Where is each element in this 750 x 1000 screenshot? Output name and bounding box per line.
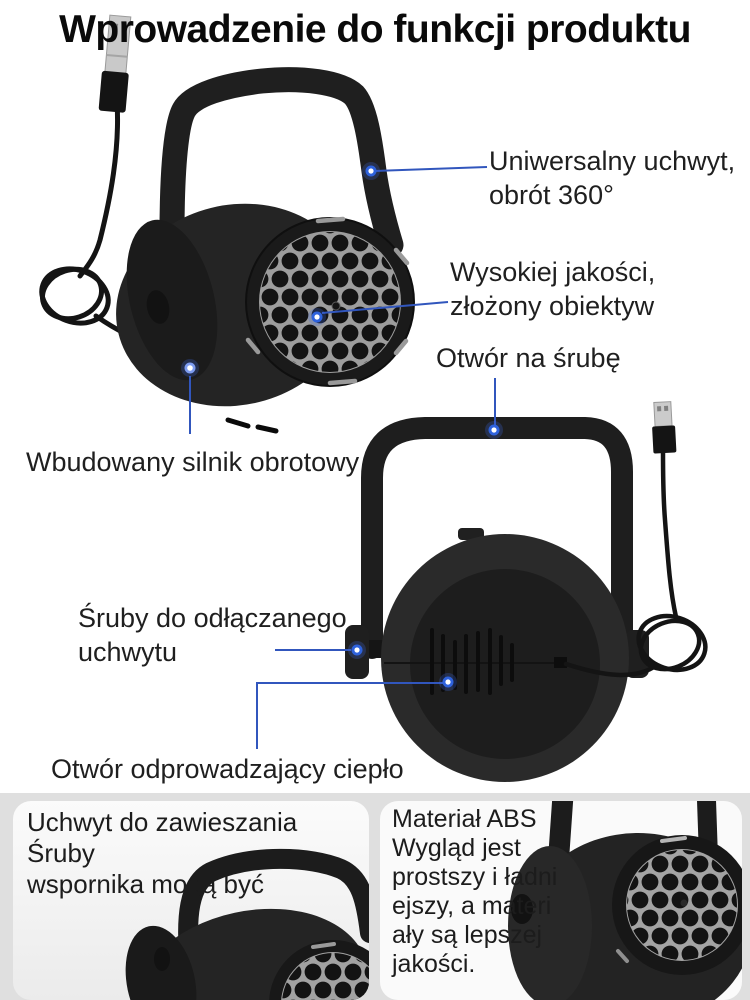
mini-lens: [269, 940, 369, 1000]
callout-motor: Wbudowany silnik obrotowy: [26, 447, 360, 477]
product2-body: [381, 528, 629, 782]
mini-side-knob2: [511, 894, 533, 924]
usb-connector-bottom-icon: [652, 401, 677, 454]
mini-lens2: [612, 835, 742, 975]
leader-lines: [189, 166, 496, 749]
product1-lens: [245, 216, 415, 387]
callout-dot-motor: [181, 359, 199, 377]
mini-side-knob: [154, 947, 170, 971]
callout-universal-handle: Uniwersalny uchwyt, obrót 360°: [489, 146, 736, 210]
leader-line-universal-handle: [373, 166, 488, 172]
mini-handle: [178, 848, 369, 976]
lens-center-hole: [331, 301, 341, 311]
usb-cable-bottom-icon: [563, 449, 708, 678]
info-card-left-text: Uchwyt do zawieszania Śruby wspornika mo…: [27, 807, 298, 899]
callout-screw-hole: Otwór na śrubę: [436, 343, 621, 373]
callout-dot-lens: [308, 308, 326, 326]
leader-line-heat-vent: [256, 682, 443, 749]
info-card-left-image: [125, 848, 369, 1000]
info-card-right-text: Materiał ABS Wygląd jest prostszy i ładn…: [392, 805, 558, 978]
bottom-band: Uchwyt do zawieszania Śruby wspornika mo…: [0, 793, 750, 1000]
product2-handle: [361, 417, 633, 661]
callout-lens: Wysokiej jakości, złożony obiektyw: [450, 257, 656, 321]
info-card-right-image: [508, 801, 742, 1000]
callout-dot-bracket-screws: [348, 641, 366, 659]
product-illustration: [39, 14, 708, 782]
usb-connector-top-icon: [98, 14, 132, 113]
callout-dot-screw-hole: [485, 421, 503, 439]
leader-line-lens: [321, 301, 449, 314]
info-card-left: Uchwyt do zawieszania Śruby wspornika mo…: [13, 801, 369, 1000]
page-title: Wprowadzenie do funkcji produktu: [59, 8, 691, 51]
callout-bracket-screws: Śruby do odłączanego uchwytu: [78, 603, 347, 667]
info-card-right: Materiał ABS Wygląd jest prostszy i ładn…: [380, 801, 742, 1000]
lens-honeycomb: [260, 232, 400, 372]
callout-dot-universal-handle: [362, 162, 380, 180]
callout-heat-vent: Otwór odprowadzający ciepło: [51, 754, 404, 784]
callout-dot-heat-vent: [439, 673, 457, 691]
callout-dots: [181, 162, 503, 691]
product1-side-knob: [146, 290, 170, 324]
